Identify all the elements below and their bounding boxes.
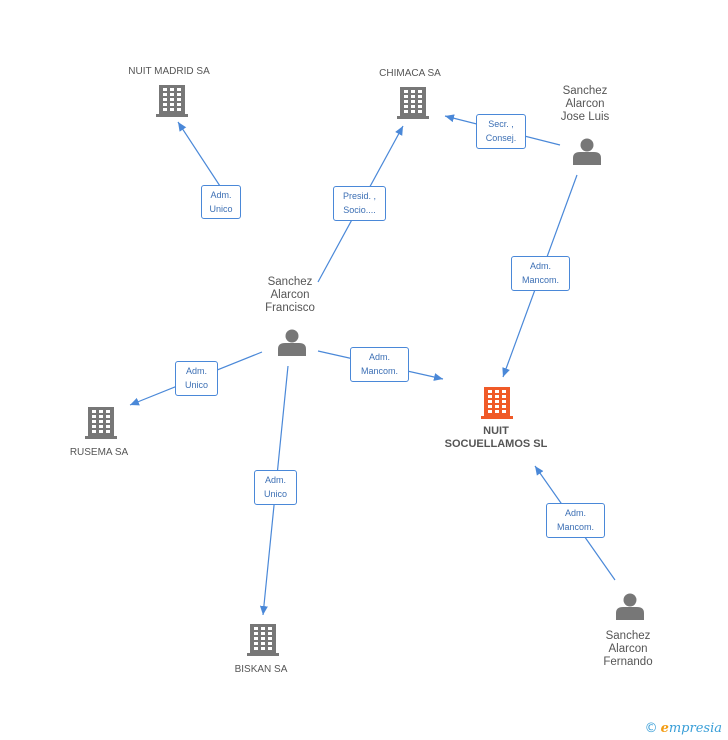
brand-name: mpresia [668,721,722,736]
building-icon[interactable] [481,387,513,419]
building-icon[interactable] [156,85,188,117]
role-label: Secr. , Consej. [476,114,526,149]
node-label-sanchez_francisco[interactable]: Sanchez Alarcon Francisco [265,276,315,314]
brand-initial: e [660,721,669,736]
copyright-icon: © [644,721,658,736]
person-icon[interactable] [573,138,601,166]
node-label-chimaca[interactable]: CHIMACA SA [379,68,441,79]
node-label-sanchez_jose[interactable]: Sanchez Alarcon Jose Luis [560,85,610,123]
person-icon[interactable] [278,329,306,357]
node-label-rusema[interactable]: RUSEMA SA [69,447,129,458]
role-label: Adm. Mancom. [546,503,605,538]
role-label: Adm. Mancom. [511,256,570,291]
building-icon[interactable] [247,624,279,656]
building-icon[interactable] [85,407,117,439]
role-label: Adm. Mancom. [350,347,409,382]
node-label-nuit_socuellamos[interactable]: NUIT SOCUELLAMOS SL [444,425,548,450]
node-label-sanchez_fernando[interactable]: Sanchez Alarcon Fernando [603,630,653,668]
person-icon[interactable] [616,593,644,621]
node-label-nuit_madrid[interactable]: NUIT MADRID SA [128,66,210,77]
role-label: Adm. Unico [201,185,241,219]
role-label: Adm. Unico [175,361,218,396]
building-icon[interactable] [397,87,429,119]
role-label: Adm. Unico [254,470,297,505]
empresia-logo: ©empresia [645,721,722,736]
role-label: Presid. , Socio.... [333,186,386,221]
node-label-biskan[interactable]: BISKAN SA [234,664,288,675]
